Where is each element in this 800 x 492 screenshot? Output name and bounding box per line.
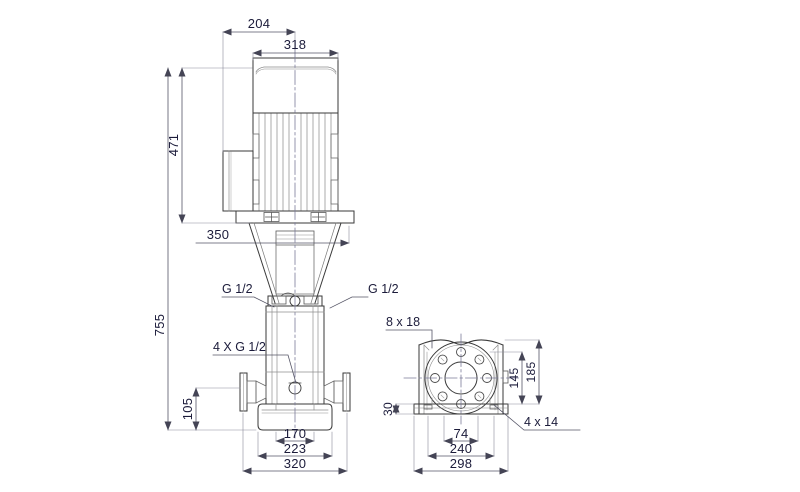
dim-label-350: 350 <box>207 227 230 242</box>
dimension-set-end: 8 x 18 30 145 185 74 <box>381 315 581 475</box>
terminal-box <box>222 150 254 212</box>
dim-label-755: 755 <box>152 314 167 337</box>
label-text-8x18: 8 x 18 <box>386 315 420 329</box>
dim-755: 755 <box>152 67 257 431</box>
dimension-set-front: 204 318 471 350 755 <box>152 16 399 475</box>
label-text-g12-right: G 1/2 <box>368 282 399 296</box>
dim-label-320: 320 <box>284 456 307 471</box>
label-text-4x14: 4 x 14 <box>524 415 558 429</box>
label-text-g12-left: G 1/2 <box>222 282 253 296</box>
motor-body-fins <box>252 112 339 212</box>
end-elevation-view <box>403 333 521 425</box>
dim-350: 350 <box>195 225 350 247</box>
dim-320: 320 <box>242 412 348 475</box>
dim-label-145: 145 <box>507 368 521 389</box>
dim-204: 204 <box>222 16 296 153</box>
dim-105: 105 <box>180 387 241 431</box>
dim-30: 30 <box>381 402 415 416</box>
dim-170: 170 <box>275 426 315 445</box>
label-g12-left: G 1/2 <box>221 282 275 308</box>
dim-label-204: 204 <box>248 16 271 31</box>
dim-label-105: 105 <box>180 398 195 421</box>
dim-label-318: 318 <box>284 37 307 52</box>
label-4x14: 4 x 14 <box>493 404 581 431</box>
label-g12-right: G 1/2 <box>329 282 399 309</box>
dim-240: 240 <box>427 415 495 460</box>
dim-label-240: 240 <box>450 441 473 456</box>
pipe-flanges <box>239 372 351 412</box>
label-4xg12: 4 X G 1/2 <box>212 340 297 384</box>
dim-label-170: 170 <box>284 426 307 441</box>
dim-label-30: 30 <box>381 402 395 416</box>
dim-label-223: 223 <box>284 441 307 456</box>
motor-fan-cover <box>252 57 339 114</box>
label-8x18: 8 x 18 <box>385 315 433 349</box>
dim-471: 471 <box>166 67 253 224</box>
label-text-4xg12: 4 X G 1/2 <box>213 340 266 354</box>
end-view-centrelines <box>403 333 521 425</box>
dim-145: 145 <box>489 351 526 405</box>
dim-318: 318 <box>252 37 339 61</box>
front-elevation-view <box>222 47 355 439</box>
dim-label-74: 74 <box>453 426 468 441</box>
dim-223: 223 <box>257 431 333 460</box>
dim-label-298: 298 <box>450 456 473 471</box>
dim-185: 185 <box>504 339 543 405</box>
dim-298: 298 <box>413 415 509 475</box>
dim-74: 74 <box>443 415 479 445</box>
dim-label-185: 185 <box>524 362 538 383</box>
